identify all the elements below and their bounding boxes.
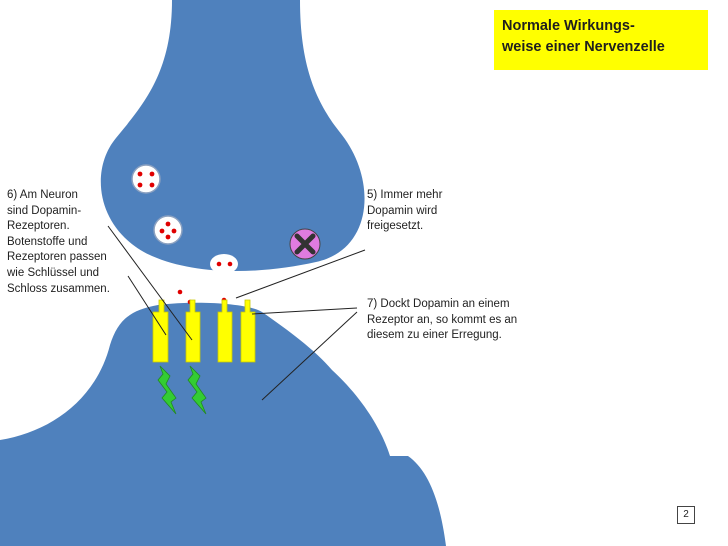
signal-bolt-icon bbox=[187, 365, 207, 415]
title-line-1: Normale Wirkungs- bbox=[502, 18, 635, 34]
note-line: Rezeptoren. bbox=[7, 220, 70, 233]
receptor bbox=[240, 299, 256, 363]
note-line: Dopamin wird bbox=[367, 204, 438, 217]
note-line: 7) Dockt Dopamin an einem bbox=[367, 298, 510, 310]
note-line: 5) Immer mehr bbox=[367, 189, 443, 201]
vesicle bbox=[131, 164, 161, 194]
note-line: Schloss zusammen. bbox=[7, 282, 110, 295]
note-line: Rezeptor an, so kommt es an bbox=[367, 313, 518, 326]
blocker-x-icon bbox=[289, 228, 321, 260]
slide-title: Normale Wirkungs- weise einer Nervenzell… bbox=[494, 10, 708, 70]
note-line: freigesetzt. bbox=[367, 220, 424, 233]
title-line-2: weise einer Nervenzelle bbox=[502, 39, 665, 55]
page-number: 2 bbox=[677, 506, 695, 524]
note-line: 6) Am Neuron bbox=[7, 189, 78, 201]
vesicle-fusion bbox=[210, 254, 238, 274]
receptor bbox=[217, 299, 233, 363]
note-release: 5) Immer mehr Dopamin wird freigesetzt. bbox=[367, 188, 477, 235]
receptor bbox=[152, 299, 169, 363]
postsynaptic-neuron bbox=[0, 302, 446, 546]
note-line: Rezeptoren passen bbox=[7, 251, 107, 264]
dopamine-molecules bbox=[177, 289, 227, 305]
signal-bolt-icon bbox=[157, 365, 177, 415]
note-receptors: 6) Am Neuron sind Dopamin- Rezeptoren. B… bbox=[7, 188, 132, 297]
receptor bbox=[185, 299, 201, 363]
note-docking: 7) Dockt Dopamin an einem Rezeptor an, s… bbox=[367, 297, 547, 344]
presynaptic-neuron bbox=[100, 0, 365, 272]
annotation-lines bbox=[107, 225, 366, 401]
note-line: Botenstoffe und bbox=[7, 235, 88, 248]
note-line: diesem zu einer Erregung. bbox=[367, 329, 502, 342]
note-line: sind Dopamin- bbox=[7, 204, 82, 217]
note-line: wie Schlüssel und bbox=[7, 266, 100, 279]
vesicle bbox=[153, 215, 183, 245]
